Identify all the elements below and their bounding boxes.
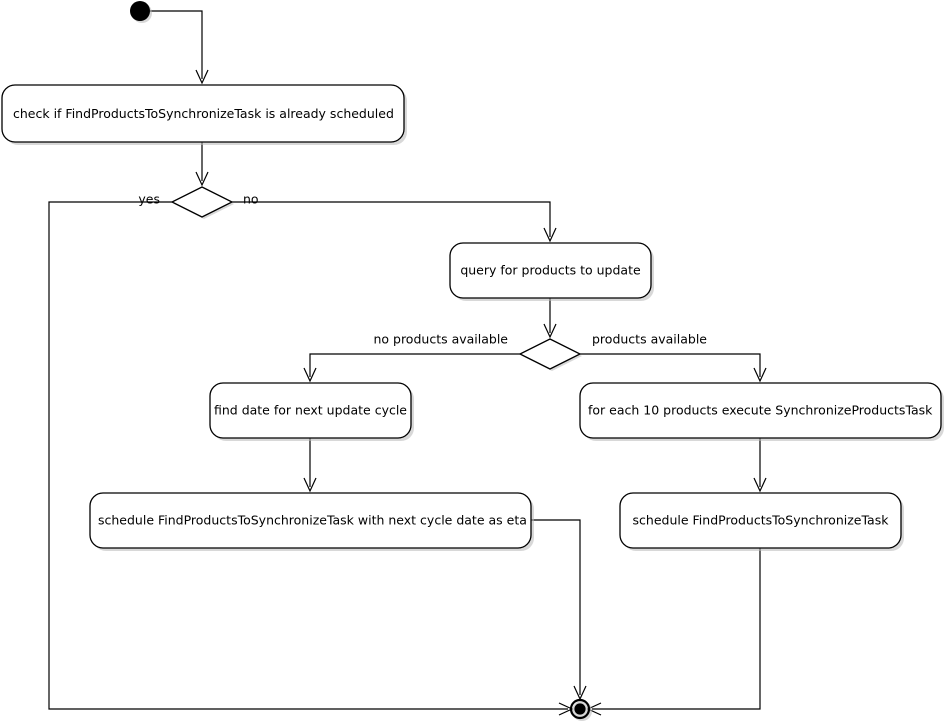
edge-schedule-eta-to-end <box>531 519 587 701</box>
action-query-products[interactable]: query for products to update <box>449 242 654 301</box>
action-schedule-with-eta-label: schedule FindProductsToSynchronizeTask w… <box>98 513 527 528</box>
edge-no-products-to-find-date <box>303 353 520 383</box>
action-query-products-label: query for products to update <box>460 263 641 278</box>
action-find-date[interactable]: find date for next update cycle <box>209 382 414 441</box>
end-node[interactable] <box>569 698 592 721</box>
edge-query-to-decision-products <box>543 298 557 339</box>
edge-for-each-to-schedule-plain <box>753 438 767 493</box>
action-check-scheduled-label: check if FindProductsToSynchronizeTask i… <box>13 106 394 121</box>
edge-start-to-check <box>150 10 209 85</box>
start-node[interactable] <box>130 1 152 23</box>
edge-label-yes: yes <box>138 192 160 207</box>
edge-no-to-query <box>232 201 557 243</box>
edge-label-no: no <box>243 192 259 207</box>
edge-products-available-to-for-each <box>580 353 767 383</box>
action-schedule-with-eta[interactable]: schedule FindProductsToSynchronizeTask w… <box>89 492 534 551</box>
action-for-each-products[interactable]: for each 10 products execute Synchronize… <box>579 382 944 441</box>
edge-label-no-products-available: no products available <box>373 332 508 347</box>
action-for-each-products-label: for each 10 products execute Synchronize… <box>588 403 933 418</box>
action-find-date-label: find date for next update cycle <box>214 403 407 418</box>
decision-products-available[interactable] <box>518 338 582 371</box>
flow-edges <box>48 10 767 716</box>
action-schedule-task[interactable]: schedule FindProductsToSynchronizeTask <box>619 492 904 551</box>
action-schedule-task-label: schedule FindProductsToSynchronizeTask <box>633 513 890 528</box>
edge-label-products-available: products available <box>592 332 707 347</box>
edge-find-date-to-schedule-eta <box>303 438 317 493</box>
edge-check-to-decision-scheduled <box>195 142 209 187</box>
action-check-scheduled[interactable]: check if FindProductsToSynchronizeTask i… <box>1 84 407 145</box>
edge-schedule-plain-to-end <box>586 548 761 716</box>
decision-already-scheduled[interactable] <box>170 186 234 219</box>
